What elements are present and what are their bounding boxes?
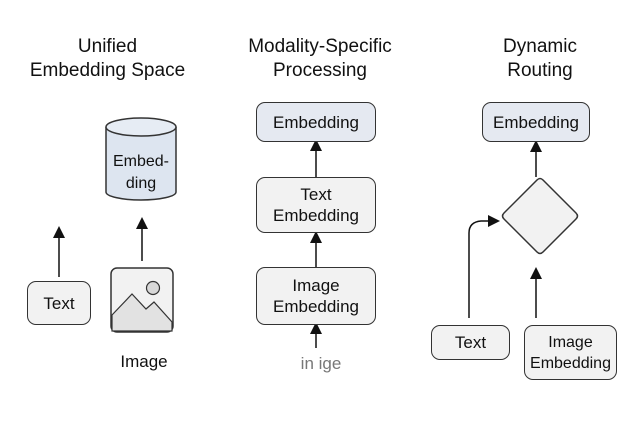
embedding-store-label: Embed- ding	[112, 153, 170, 192]
embedding-box: Embedding	[256, 102, 376, 142]
text-embedding-box: Text Embedding	[256, 177, 376, 233]
routing-embedding-box: Embedding	[482, 102, 590, 142]
routing-image-embedding-box: Image Embedding	[524, 325, 617, 380]
router-diamond	[501, 177, 579, 255]
routing-panel-title: Dynamic Routing	[503, 36, 577, 81]
image-label: Image	[120, 352, 168, 371]
routing-text-box: Text	[431, 325, 510, 360]
unified-panel-title: Unified Embedding Space	[29, 36, 186, 81]
image-embedding-box: Image Embedding	[256, 267, 376, 325]
text-input-box: Text	[27, 281, 91, 325]
image-input-label: in ige	[300, 354, 342, 373]
modality-panel-title: Modality-Specific Processing	[248, 36, 392, 81]
image-icon	[110, 267, 174, 333]
arrow-text-to-router	[468, 215, 500, 318]
